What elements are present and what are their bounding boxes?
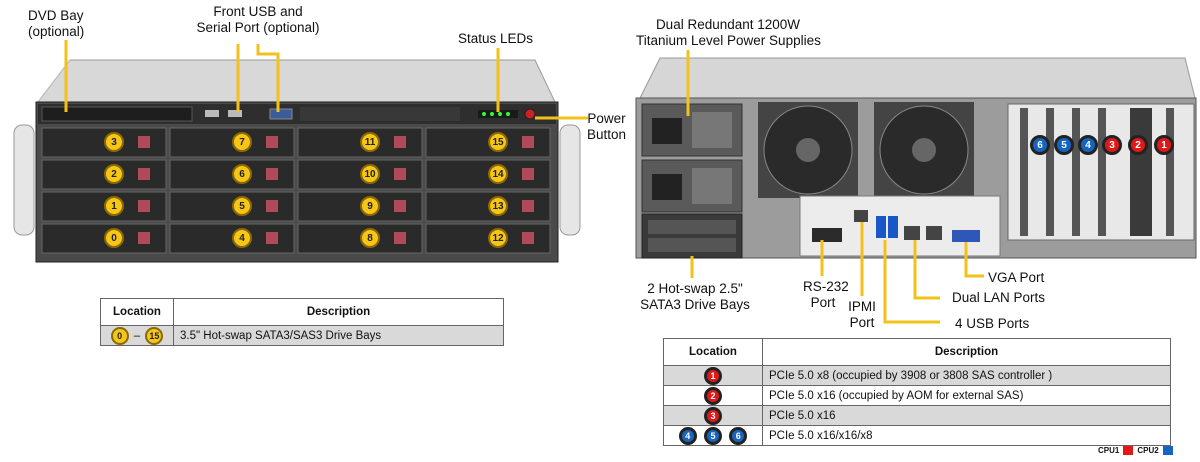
bay-15-marker: 15	[145, 326, 164, 345]
drive-bay-latch	[266, 168, 278, 180]
table-row: 1 PCIe 5.0 x8 (occupied by 3908 or 3808 …	[663, 365, 1171, 386]
bay-number-14: 14	[488, 164, 508, 184]
pcie-slot-6-marker: 6	[1030, 135, 1050, 155]
bay-number-2: 2	[104, 164, 124, 184]
drive-bay-latch	[266, 232, 278, 244]
location-header: Location	[100, 298, 174, 326]
pcie-slot-5-marker: 5	[1054, 135, 1074, 155]
cpu1-legend-swatch	[1123, 446, 1134, 455]
bay-number-0: 0	[104, 228, 124, 248]
drive-bay-grid	[41, 127, 551, 254]
front-location-table: Location Description 0 – 15 3.5" Hot-swa…	[100, 298, 504, 346]
drive-bay-latch	[138, 232, 150, 244]
bay-number-12: 12	[488, 228, 508, 248]
drive-bay-latch	[394, 200, 406, 212]
pcie-slot-4-marker: 4	[1078, 135, 1098, 155]
description-cell: PCIe 5.0 x8 (occupied by 3908 or 3808 SA…	[762, 365, 1171, 386]
bay-number-3: 3	[104, 132, 124, 152]
bay-number-8: 8	[360, 228, 380, 248]
slot-4-marker: 4	[678, 426, 697, 445]
bay-number-6: 6	[232, 164, 252, 184]
bay-number-7: 7	[232, 132, 252, 152]
description-cell: PCIe 5.0 x16 (occupied by AOM for extern…	[762, 385, 1171, 406]
bay-number-9: 9	[360, 196, 380, 216]
description-cell: PCIe 5.0 x16	[762, 405, 1171, 426]
bay-0-marker: 0	[110, 326, 129, 345]
location-header: Location	[663, 338, 763, 366]
dual-lan-label: Dual LAN Ports	[952, 290, 1046, 305]
drive-bay-latch	[266, 136, 278, 148]
ipmi-label: IPMI Port	[848, 299, 876, 330]
slot-6-marker: 6	[729, 426, 748, 445]
table-row: 0 – 15 3.5" Hot-swap SATA3/SAS3 Drive Ba…	[100, 325, 504, 346]
cpu-legend: CPU1 CPU2	[1098, 446, 1173, 455]
drive-bay-latch	[522, 168, 534, 180]
table-row: 3 PCIe 5.0 x16	[663, 405, 1171, 426]
psu-label: Dual Redundant 1200W Titanium Level Powe…	[636, 17, 821, 48]
slot-2-marker: 2	[704, 386, 722, 405]
description-header: Description	[762, 338, 1171, 366]
rear-location-table: Location Description 1 PCIe 5.0 x8 (occu…	[663, 338, 1171, 446]
pcie-slot-1-marker: 1	[1154, 135, 1174, 155]
status-leds-label: Status LEDs	[458, 31, 534, 46]
bay-number-10: 10	[360, 164, 380, 184]
rs232-label: RS-232 Port	[803, 279, 849, 310]
vga-label: VGA Port	[988, 270, 1045, 285]
drive-bay-latch	[394, 168, 406, 180]
description-cell: PCIe 5.0 x16/x16/x8	[762, 425, 1171, 446]
drive-bay-latch	[138, 168, 150, 180]
bay-number-11: 11	[360, 132, 380, 152]
slot-5-marker: 5	[704, 426, 722, 445]
drive-bay-latch	[522, 200, 534, 212]
slot-1-marker: 1	[704, 366, 722, 385]
bay-number-4: 4	[232, 228, 252, 248]
bay-number-5: 5	[232, 196, 252, 216]
bay-number-1: 1	[104, 196, 124, 216]
cpu2-legend-swatch	[1162, 446, 1173, 455]
rear-chassis-image	[635, 50, 1197, 324]
description-cell: 3.5" Hot-swap SATA3/SAS3 Drive Bays	[173, 325, 504, 346]
cpu1-legend-label: CPU1	[1098, 446, 1120, 455]
power-button-label: Power Button	[587, 111, 627, 142]
drive-bay-latch	[138, 200, 150, 212]
front-chassis-image	[13, 40, 588, 263]
cpu2-legend-label: CPU2	[1137, 446, 1159, 455]
drive-bay-latch	[522, 136, 534, 148]
bay-number-15: 15	[488, 132, 508, 152]
drive-bay-latch	[522, 232, 534, 244]
drive-bay-latch	[394, 232, 406, 244]
usb-ports-label: 4 USB Ports	[955, 316, 1030, 331]
pcie-slot-3-marker: 3	[1102, 135, 1122, 155]
drive-bay-latch	[394, 136, 406, 148]
drive-bay-latch	[266, 200, 278, 212]
table-row: 4 5 6 PCIe 5.0 x16/x16/x8	[663, 425, 1171, 446]
dvd-bay-label: DVD Bay (optional)	[28, 8, 85, 39]
pcie-slot-2-marker: 2	[1128, 135, 1148, 155]
table-row: 2 PCIe 5.0 x16 (occupied by AOM for exte…	[663, 385, 1171, 406]
rear-drive-bays-label: 2 Hot-swap 2.5" SATA3 Drive Bays	[640, 281, 750, 312]
slot-3-marker: 3	[704, 406, 722, 425]
front-usb-label: Front USB and Serial Port (optional)	[196, 4, 320, 35]
bay-number-13: 13	[488, 196, 508, 216]
description-header: Description	[173, 298, 504, 326]
drive-bay-latch	[138, 136, 150, 148]
